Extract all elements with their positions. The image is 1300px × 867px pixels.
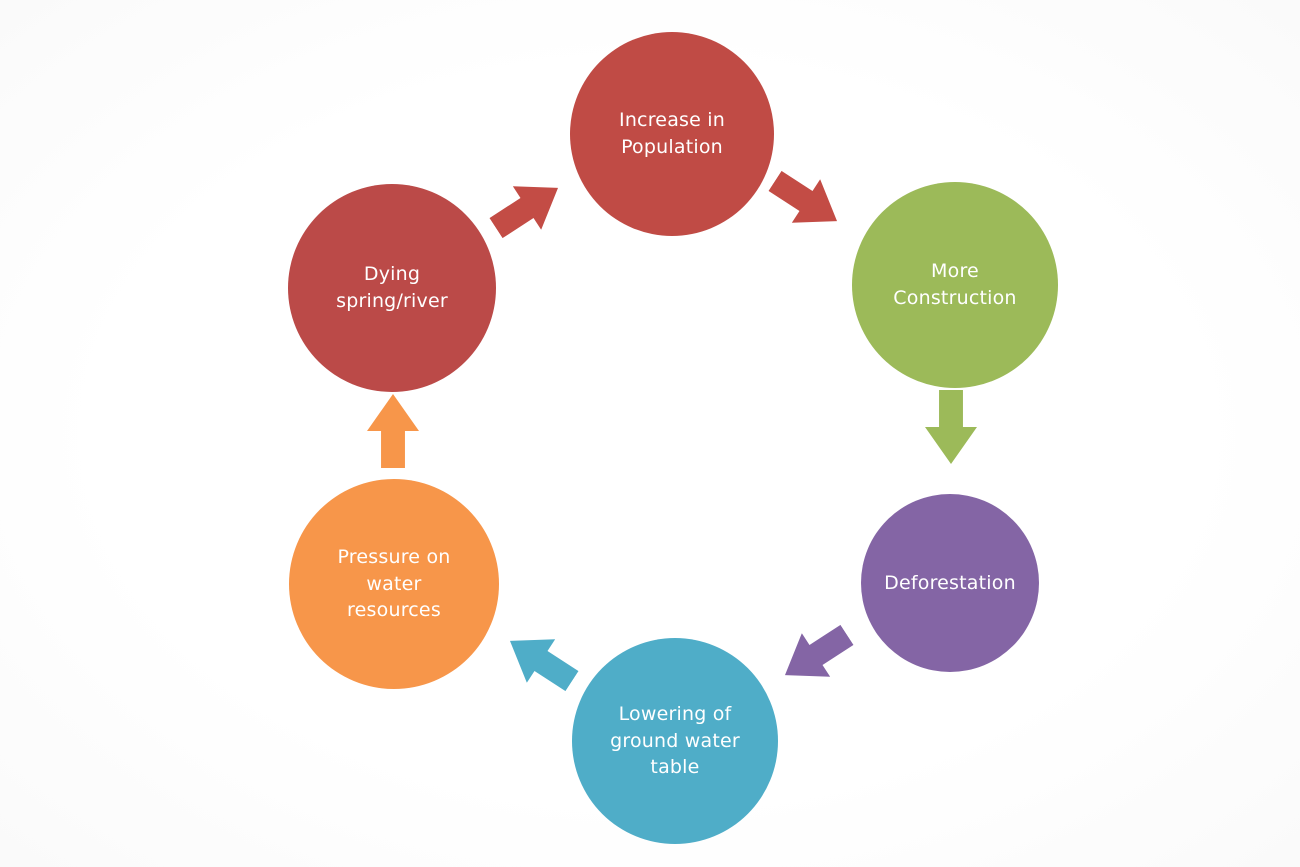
arrow-dying-to-increase-icon <box>482 166 572 250</box>
arrow-pressure-to-dying-icon <box>367 394 419 468</box>
node-deforestation: Deforestation <box>861 494 1039 672</box>
node-dying-spring-river: Dying spring/river <box>288 184 496 392</box>
arrow-construction-to-deforestation-icon <box>925 390 977 464</box>
node-lowering-of-ground-water-table: Lowering of ground water table <box>572 638 778 844</box>
node-pressure-on-water-resources: Pressure on water resources <box>289 479 499 689</box>
arrow-increase-to-construction-icon <box>761 159 851 243</box>
arrow-deforestation-to-lowering-icon <box>771 613 861 697</box>
node-increase-in-population: Increase in Population <box>570 32 774 236</box>
node-more-construction: More Construction <box>852 182 1058 388</box>
arrow-lowering-to-pressure-icon <box>496 619 586 703</box>
